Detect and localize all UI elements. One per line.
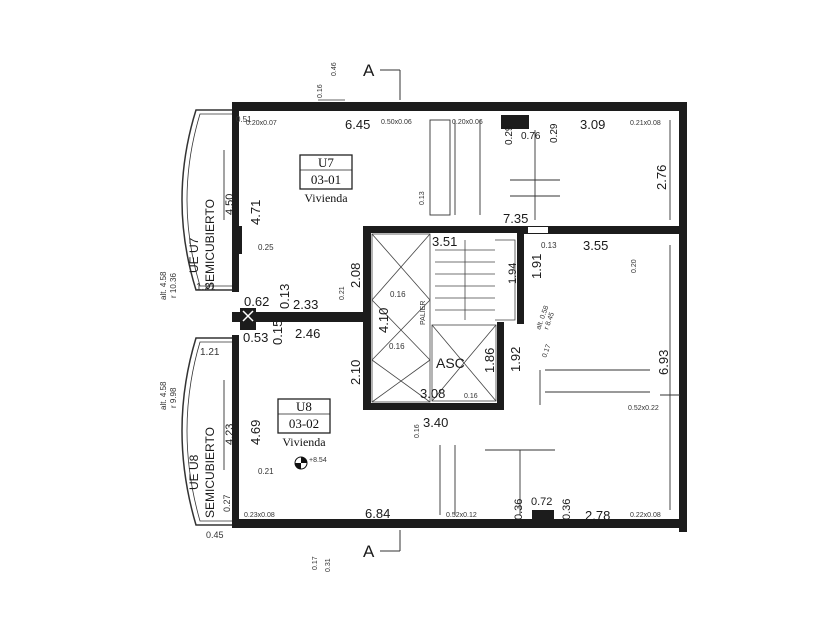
- unit-u8: U8 03-02 Vivienda: [277, 398, 331, 449]
- dim-121b: 1.21: [200, 347, 220, 358]
- dim-029b: 0.29: [549, 123, 560, 143]
- dim-308: 3.08: [420, 386, 445, 401]
- dim-208: 2.08: [348, 263, 363, 288]
- note-upper-1: alt. 4.58: [159, 271, 168, 300]
- unit-u7-use: Vivienda: [304, 191, 348, 205]
- dim-246: 2.46: [295, 326, 320, 341]
- dim-015: 0.15: [270, 320, 285, 345]
- note-lower-2: r 9.98: [169, 387, 178, 408]
- balcony-upper-label-2: SEMICUBIERTO: [203, 199, 217, 290]
- walls: [232, 102, 687, 532]
- dim-013b: 0.13: [541, 241, 557, 250]
- dim-684: 6.84: [365, 506, 390, 521]
- dim-693: 6.93: [656, 350, 671, 375]
- dim-013c: 0.13: [277, 284, 292, 309]
- balcony-upper: UE U7 SEMICUBIERTO alt. 4.58 r 10.36: [159, 109, 232, 300]
- dim-469: 4.69: [248, 420, 263, 445]
- dim-029: 0.29: [504, 125, 515, 145]
- section-label-bottom: A: [363, 542, 375, 561]
- dim-194: 1.94: [507, 263, 519, 284]
- dim-210: 2.10: [348, 360, 363, 385]
- dim-top-016: 0.16: [317, 84, 324, 98]
- dim-450: 4.50: [224, 194, 236, 215]
- dim-423: 4.23: [224, 424, 236, 445]
- dim-233: 2.33: [293, 297, 318, 312]
- elevator-label: ASC: [436, 355, 465, 371]
- opening-o5: 0.52x0.22: [628, 405, 659, 412]
- dim-072: 0.72: [531, 496, 552, 508]
- dim-076: 0.76: [521, 131, 541, 142]
- dim-036b: 0.36: [561, 499, 573, 520]
- dimension-labels: 0.51 0.20x0.07 6.45 0.50x0.06 0.20x0.06 …: [196, 115, 671, 572]
- note-lower-1: alt. 4.58: [159, 381, 168, 410]
- opening-o3: 0.20x0.06: [452, 119, 483, 126]
- opening-o6: 0.23x0.08: [244, 512, 275, 519]
- balcony-lower-label-1: UE U8: [187, 454, 201, 490]
- dim-278: 2.78: [585, 508, 610, 523]
- dim-192: 1.92: [508, 347, 523, 372]
- interior-lines: [223, 119, 680, 515]
- dim-276: 2.76: [654, 165, 669, 190]
- balcony-lower: UE U8 SEMICUBIERTO alt. 4.58 r 9.98: [159, 337, 232, 526]
- dim-013: 0.13: [419, 191, 426, 205]
- dim-471: 4.71: [248, 200, 263, 225]
- dim-021: 0.21: [339, 286, 346, 300]
- dim-053: 0.53: [243, 330, 268, 345]
- section-marker-top: A: [363, 61, 401, 100]
- section-label-top: A: [363, 61, 375, 80]
- dim-020: 0.20: [631, 259, 638, 273]
- balcony-upper-label-1: UE U7: [187, 237, 201, 273]
- dim-017: 0.17: [541, 343, 552, 358]
- level-marker: +8.54: [294, 456, 327, 470]
- opening-o8: 0.22x0.08: [630, 512, 661, 519]
- dim-645: 6.45: [345, 117, 370, 132]
- dim-top-046: 0.46: [331, 62, 338, 76]
- unit-u7: U7 03-01 Vivienda: [299, 154, 353, 205]
- dim-351: 3.51: [432, 234, 457, 249]
- unit-u8-code: U8: [296, 399, 312, 414]
- dim-191: 1.91: [529, 254, 544, 279]
- dim-121: 1.21: [196, 282, 216, 293]
- dim-021b: 0.21: [258, 467, 274, 476]
- dim-045: 0.45: [206, 530, 224, 540]
- note-upper-2: r 10.36: [169, 273, 178, 298]
- unit-u7-code: U7: [318, 155, 334, 170]
- dim-016: 0.16: [390, 290, 406, 299]
- landing-label: PALIER: [420, 301, 427, 325]
- opening-o9: 0.16: [464, 393, 478, 400]
- balcony-lower-label-2: SEMICUBIERTO: [203, 427, 217, 518]
- dim-340: 3.40: [423, 415, 448, 430]
- dim-016c: 0.16: [414, 424, 421, 438]
- opening-o1: 0.20x0.07: [246, 120, 277, 127]
- opening-o7: 0.52x0.12: [446, 512, 477, 519]
- dim-051: 0.51: [236, 115, 252, 124]
- opening-o2: 0.50x0.06: [381, 119, 412, 126]
- dim-bot-031: 0.31: [325, 558, 332, 572]
- dim-036: 0.36: [513, 499, 525, 520]
- dim-410: 4.10: [376, 308, 391, 333]
- opening-o4: 0.21x0.08: [630, 120, 661, 127]
- column-x-mark: [242, 310, 254, 322]
- level-marker-label: +8.54: [309, 457, 327, 464]
- unit-u7-number: 03-01: [311, 172, 341, 187]
- dim-027: 0.27: [222, 494, 232, 512]
- unit-u8-use: Vivienda: [282, 435, 326, 449]
- section-marker-bottom: A: [363, 530, 401, 561]
- dim-062: 0.62: [244, 294, 269, 309]
- dim-355: 3.55: [583, 238, 608, 253]
- dim-025: 0.25: [258, 243, 274, 252]
- dim-735: 7.35: [503, 211, 528, 226]
- dim-016b: 0.16: [389, 342, 405, 351]
- dim-186: 1.86: [482, 348, 497, 373]
- dim-309: 3.09: [580, 117, 605, 132]
- dim-bot-017: 0.17: [312, 556, 319, 570]
- unit-u8-number: 03-02: [289, 416, 319, 431]
